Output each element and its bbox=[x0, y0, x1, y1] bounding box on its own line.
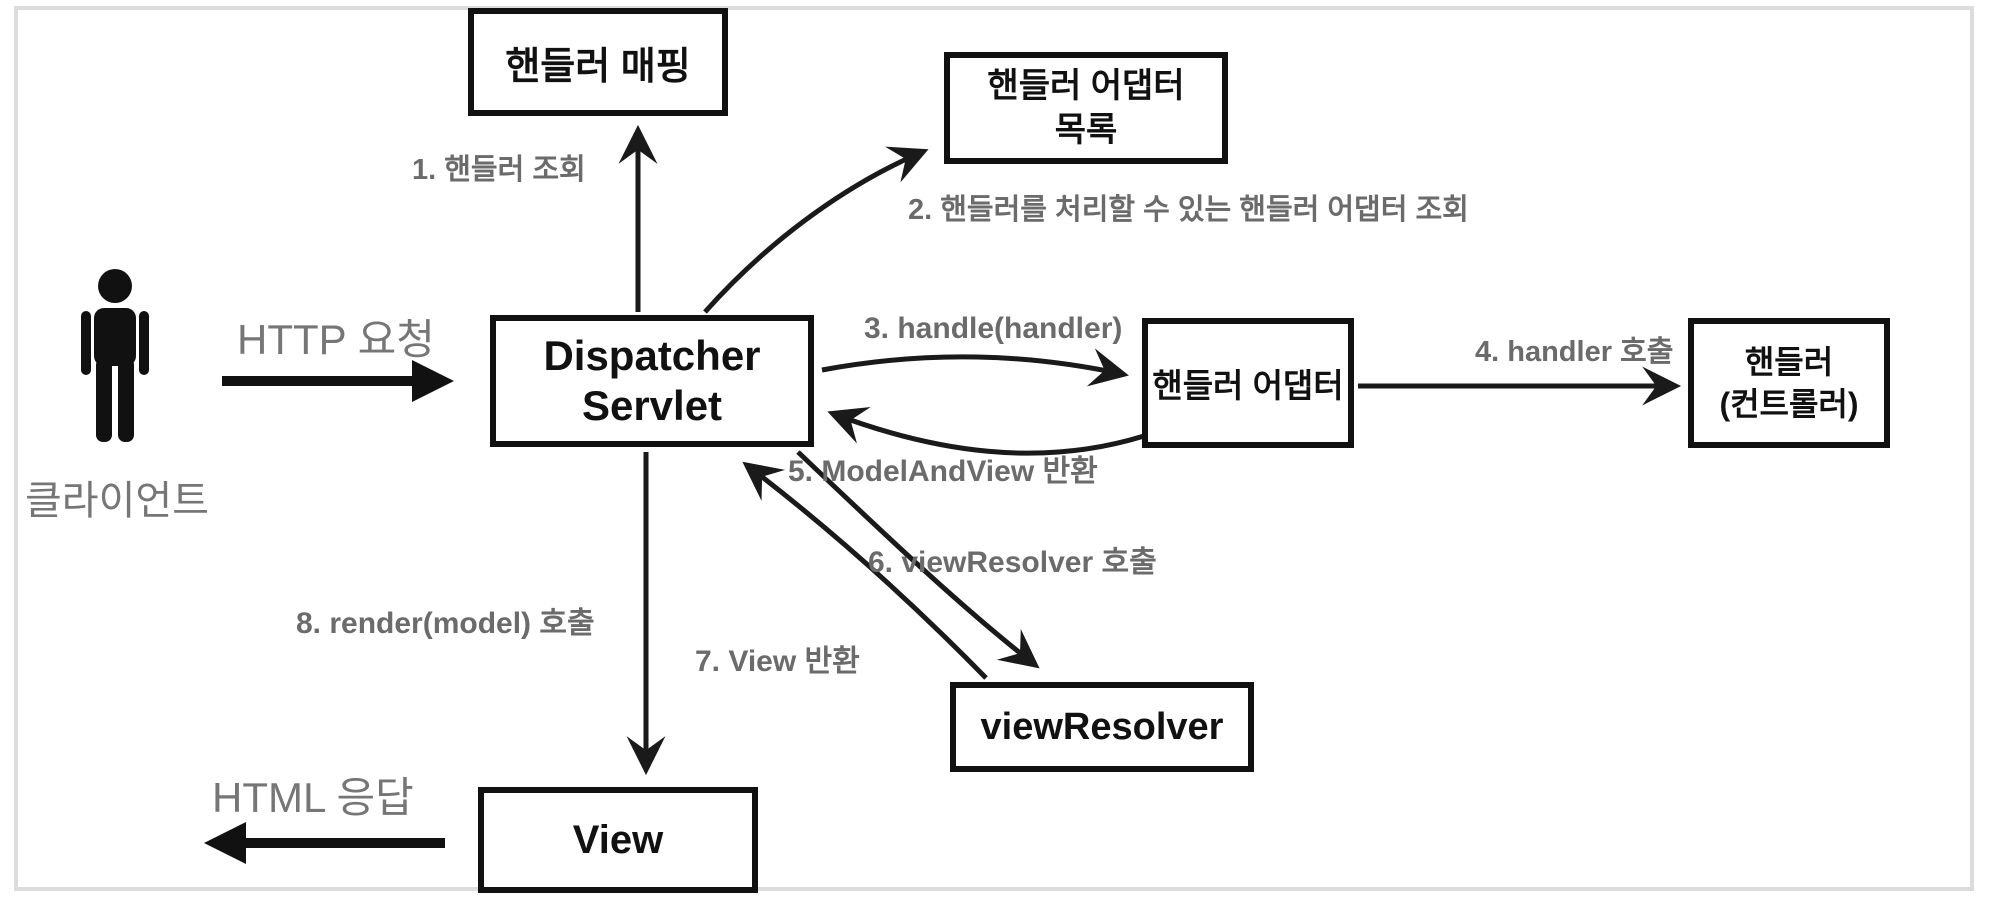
node-handler-mapping-label: 핸들러 매핑 bbox=[505, 45, 691, 88]
step1-label: 1. 핸들러 조회 bbox=[412, 154, 586, 186]
client-label: 클라이언트 bbox=[25, 479, 209, 523]
node-handler-adapter: 핸들러 어댑터 bbox=[1142, 318, 1354, 448]
node-handler-controller-label-1: 핸들러 bbox=[1744, 344, 1834, 380]
step7-label: 7. View 반환 bbox=[695, 645, 860, 678]
step4-label: 4. handler 호출 bbox=[1475, 336, 1674, 368]
node-handler-controller: 핸들러 (컨트롤러) bbox=[1688, 318, 1890, 448]
person-icon bbox=[81, 269, 149, 442]
node-handler-mapping: 핸들러 매핑 bbox=[468, 8, 728, 116]
node-view-resolver-label: viewResolver bbox=[980, 705, 1224, 748]
html-response-label: HTML 응답 bbox=[212, 774, 414, 821]
node-view-label: View bbox=[572, 817, 664, 862]
step2-label: 2. 핸들러를 처리할 수 있는 핸들러 어댑터 조회 bbox=[908, 194, 1469, 226]
node-handler-adapter-list-label-1: 핸들러 어댑터 bbox=[987, 67, 1185, 105]
node-dispatcher-servlet: Dispatcher Servlet bbox=[490, 315, 814, 447]
node-handler-controller-label-2: (컨트롤러) bbox=[1719, 386, 1859, 422]
node-handler-adapter-list: 핸들러 어댑터 목록 bbox=[944, 52, 1228, 164]
node-view: View bbox=[478, 787, 758, 893]
node-handler-adapter-label: 핸들러 어댑터 bbox=[1152, 367, 1344, 404]
node-dispatcher-servlet-label-1: Dispatcher bbox=[543, 332, 761, 379]
step5-label: 5. ModelAndView 반환 bbox=[788, 455, 1098, 488]
step6-label: 6. viewResolver 호출 bbox=[868, 546, 1157, 579]
node-handler-adapter-list-label-2: 목록 bbox=[1054, 111, 1118, 149]
step3-label: 3. handle(handler) bbox=[864, 312, 1123, 345]
step8-label: 8. render(model) 호출 bbox=[296, 607, 595, 640]
node-view-resolver: viewResolver bbox=[950, 682, 1254, 772]
node-dispatcher-servlet-label-2: Servlet bbox=[581, 382, 723, 429]
http-request-label: HTTP 요청 bbox=[237, 316, 435, 363]
